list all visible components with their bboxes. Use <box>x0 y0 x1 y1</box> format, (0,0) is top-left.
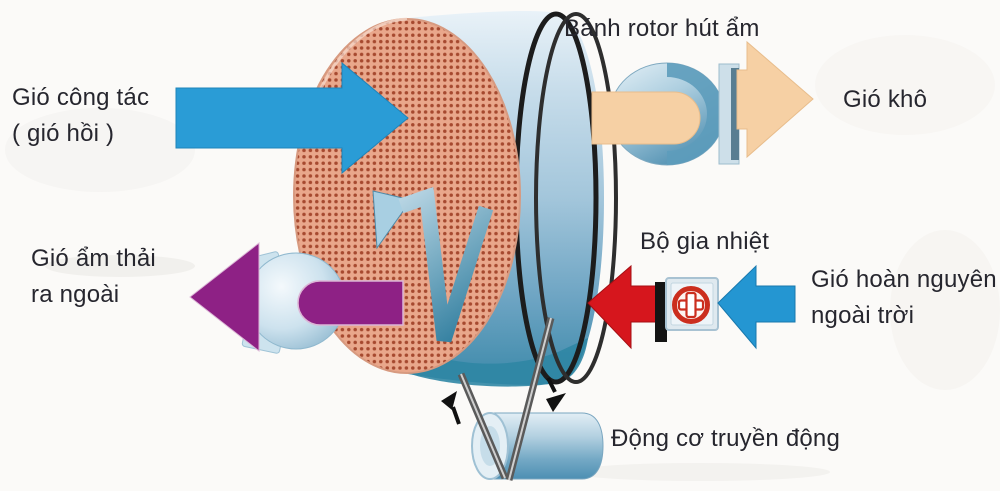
label-exhaust-air: Gió ẩm thải ra ngoài <box>31 241 156 313</box>
dry-air-assembly <box>591 40 814 166</box>
working-air-arrow <box>175 61 409 175</box>
label-motor-text: Động cơ truyền động <box>611 425 841 452</box>
dry-air-duct-crescent <box>667 63 724 165</box>
label-heater: Bộ gia nhiệt <box>640 224 769 260</box>
label-rotor: Bánh rotor hút ẩm <box>564 11 760 47</box>
label-working-air: Gió công tác ( gió hồi ) <box>12 80 149 152</box>
exhaust-arrow-tail <box>297 280 404 326</box>
heater-inlet-bar <box>655 282 667 342</box>
background-artifacts <box>5 35 1000 481</box>
label-exhaust-air-line2: ra ngoài <box>31 281 120 308</box>
label-motor: Động cơ truyền động <box>611 421 840 457</box>
label-rotor-text: Bánh rotor hút ẩm <box>564 15 760 42</box>
label-working-air-line2: ( gió hồi ) <box>12 120 115 147</box>
regen-air-arrow <box>717 264 796 350</box>
label-regen-air: Gió hoàn nguyên ngoài trời <box>811 262 997 334</box>
label-regen-air-line2: ngoài trời <box>811 302 915 329</box>
label-regen-air-line1: Gió hoàn nguyên <box>811 266 997 293</box>
heater-assembly <box>587 264 796 350</box>
dry-air-arrow-tail <box>591 91 701 145</box>
exhaust-air-arrow <box>189 241 260 353</box>
label-dry-air-text: Gió khô <box>843 86 928 113</box>
heater-plus-icon <box>672 286 710 324</box>
label-working-air-line1: Gió công tác <box>12 84 150 111</box>
label-exhaust-air-line1: Gió ẩm thải <box>31 245 156 272</box>
drive-belt <box>457 317 555 481</box>
label-heater-text: Bộ gia nhiệt <box>640 228 770 255</box>
belt-direction-arrows-icon <box>441 377 566 425</box>
motor-body <box>489 412 604 480</box>
rotation-ribbon-icon <box>372 186 494 343</box>
drive-belt-ring-outer <box>534 12 618 384</box>
label-dry-air: Gió khô <box>843 82 927 118</box>
exhaust-air-assembly <box>189 241 404 354</box>
dry-air-arrow <box>736 40 814 159</box>
dry-air-duct-flange-edge <box>731 68 739 160</box>
